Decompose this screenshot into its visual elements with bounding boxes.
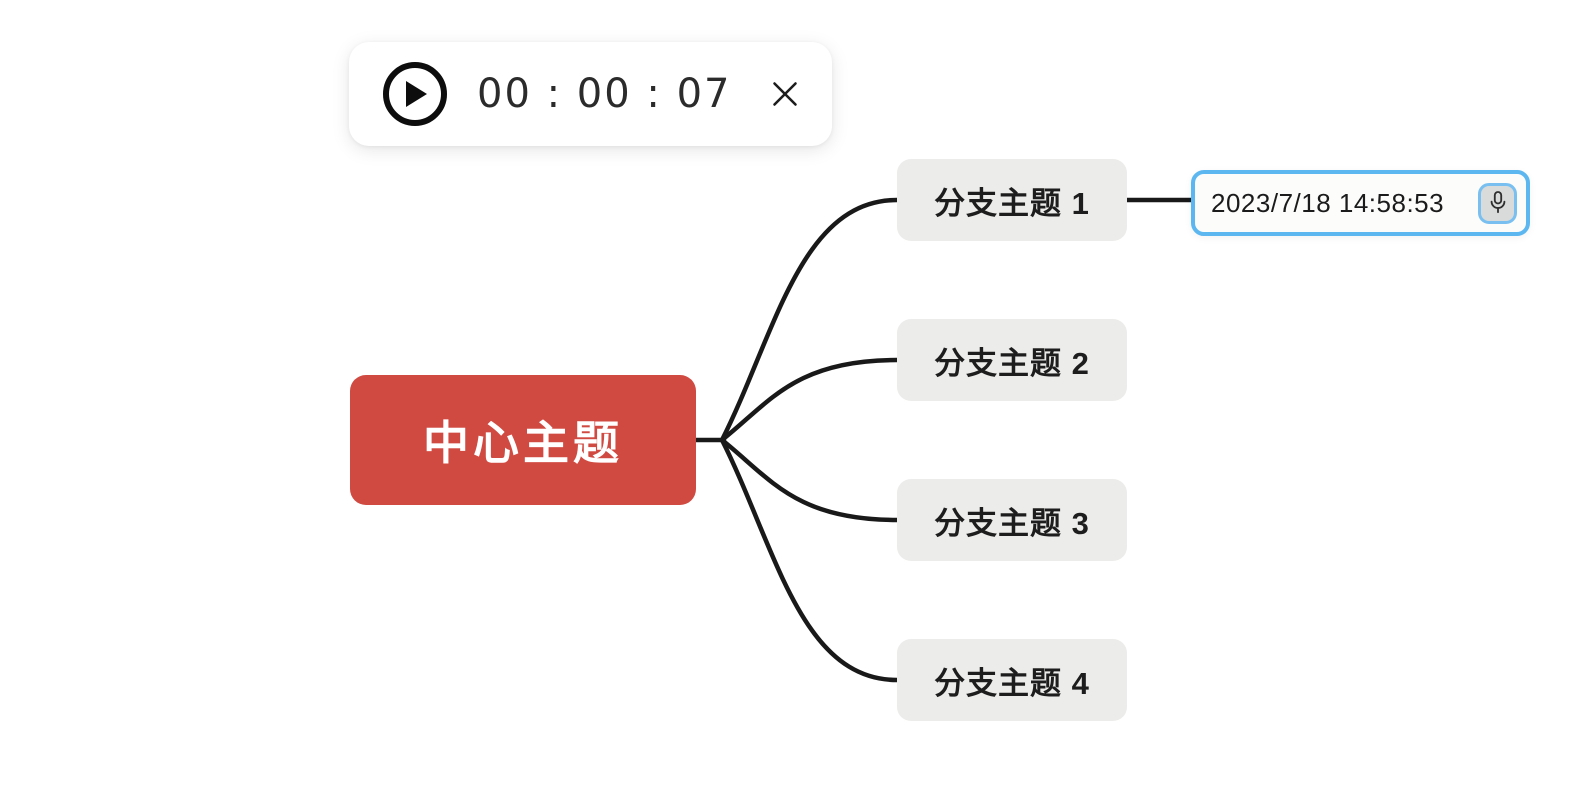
recorder-timer: 00 : 00 : 07 — [477, 71, 732, 117]
audio-recorder-toolbar: 00 : 00 : 07 — [349, 42, 832, 146]
audio-note-timestamp: 2023/7/18 14:58:53 — [1211, 187, 1445, 218]
branch-topic-3[interactable]: 分支主题 3 — [897, 479, 1127, 561]
branch-topic-1[interactable]: 分支主题 1 — [897, 159, 1127, 241]
audio-note-button[interactable] — [1478, 182, 1517, 224]
central-topic-node[interactable]: 中心主题 — [350, 375, 696, 505]
play-button[interactable] — [383, 62, 447, 126]
close-icon — [773, 82, 797, 106]
microphone-icon — [1490, 191, 1505, 214]
branch-topic-4[interactable]: 分支主题 4 — [897, 639, 1127, 721]
close-button[interactable] — [768, 77, 802, 111]
audio-note-node[interactable]: 2023/7/18 14:58:53 — [1191, 170, 1530, 236]
play-icon — [406, 81, 427, 107]
branch-topic-2[interactable]: 分支主题 2 — [897, 319, 1127, 401]
